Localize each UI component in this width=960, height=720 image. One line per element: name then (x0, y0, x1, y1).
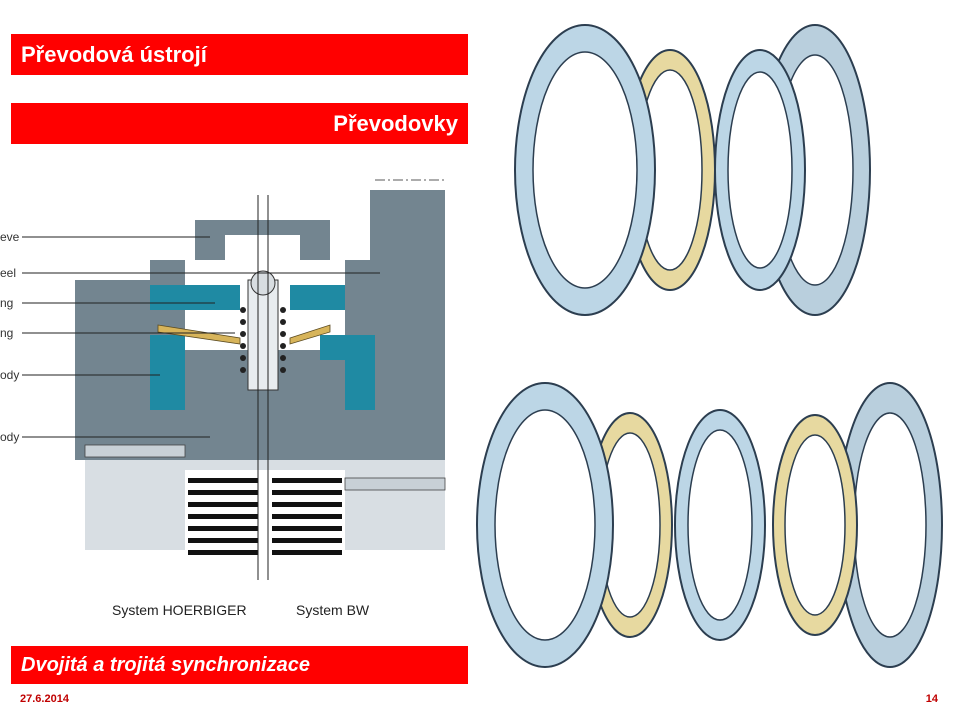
synchronizer-cross-section-diagram: eve eel ng ng ody ody System HOERBIGER S… (0, 179, 446, 618)
label-system-hoerbiger: System HOERBIGER (112, 602, 247, 618)
label-system-bw: System BW (296, 602, 370, 618)
double-synchronizer-rings (514, 24, 871, 316)
slide-subtitle: Převodovky (11, 103, 468, 144)
synchronizer-rings-illustration (476, 24, 943, 668)
slide-caption: Dvojitá a trojitá synchronizace (11, 646, 468, 684)
triple-synchronizer-rings (476, 382, 943, 668)
label-body-upper: ody (0, 368, 19, 382)
page-number: 14 (925, 693, 938, 705)
label-body-lower: ody (0, 430, 19, 444)
footer-date: 27.6.2014 (20, 693, 69, 705)
label-ring-inner: ng (0, 326, 13, 340)
label-wheel: eel (0, 266, 16, 280)
label-ring-outer: ng (0, 296, 13, 310)
slide-title: Převodová ústrojí (11, 34, 468, 75)
label-sleeve: eve (0, 230, 20, 244)
